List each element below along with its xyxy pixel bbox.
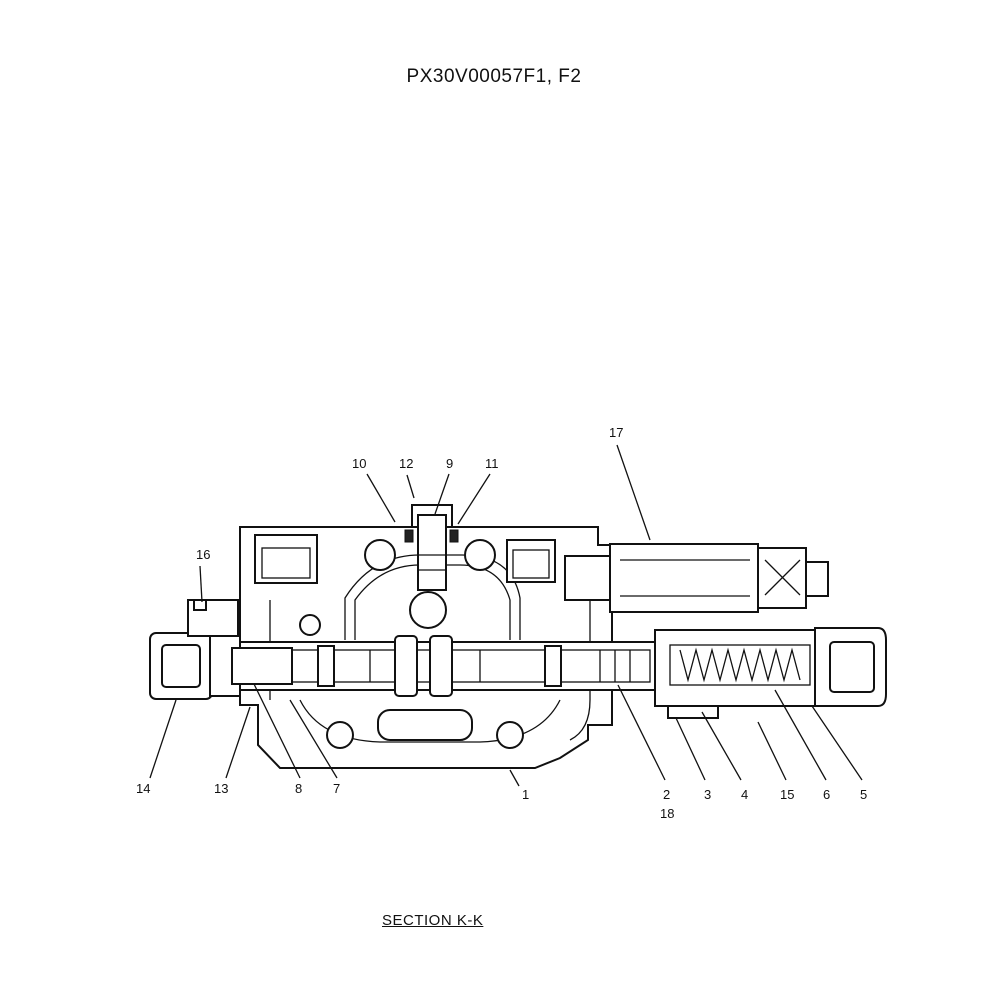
callouts: 10 12 9 11 17 16 14 13 8 7 1 2 18 3 4 15… [136, 425, 867, 821]
drawing-number-title: PX30V00057F1, F2 [406, 66, 582, 87]
left-end-cap [149, 599, 293, 700]
check-plug-assembly [404, 504, 459, 591]
callout-10: 10 [352, 456, 366, 471]
callout-8: 8 [295, 781, 302, 796]
callout-7: 7 [333, 781, 340, 796]
callout-3: 3 [704, 787, 711, 802]
callout-12: 12 [399, 456, 413, 471]
callout-11: 11 [485, 456, 499, 471]
callout-6: 6 [823, 787, 830, 802]
callout-9: 9 [446, 456, 453, 471]
callout-18: 18 [660, 806, 674, 821]
callout-17: 17 [609, 425, 623, 440]
callout-2: 2 [663, 787, 670, 802]
spring-cap-assembly [654, 627, 887, 719]
callout-4: 4 [741, 787, 748, 802]
callout-16: 16 [196, 547, 210, 562]
callout-15: 15 [780, 787, 794, 802]
callout-13: 13 [214, 781, 228, 796]
section-label: SECTION K-K [382, 912, 484, 929]
callout-1: 1 [522, 787, 529, 802]
spool [231, 635, 663, 697]
leader-lines [149, 444, 863, 787]
callout-5: 5 [860, 787, 867, 802]
solenoid [564, 543, 829, 613]
callout-14: 14 [136, 781, 150, 796]
